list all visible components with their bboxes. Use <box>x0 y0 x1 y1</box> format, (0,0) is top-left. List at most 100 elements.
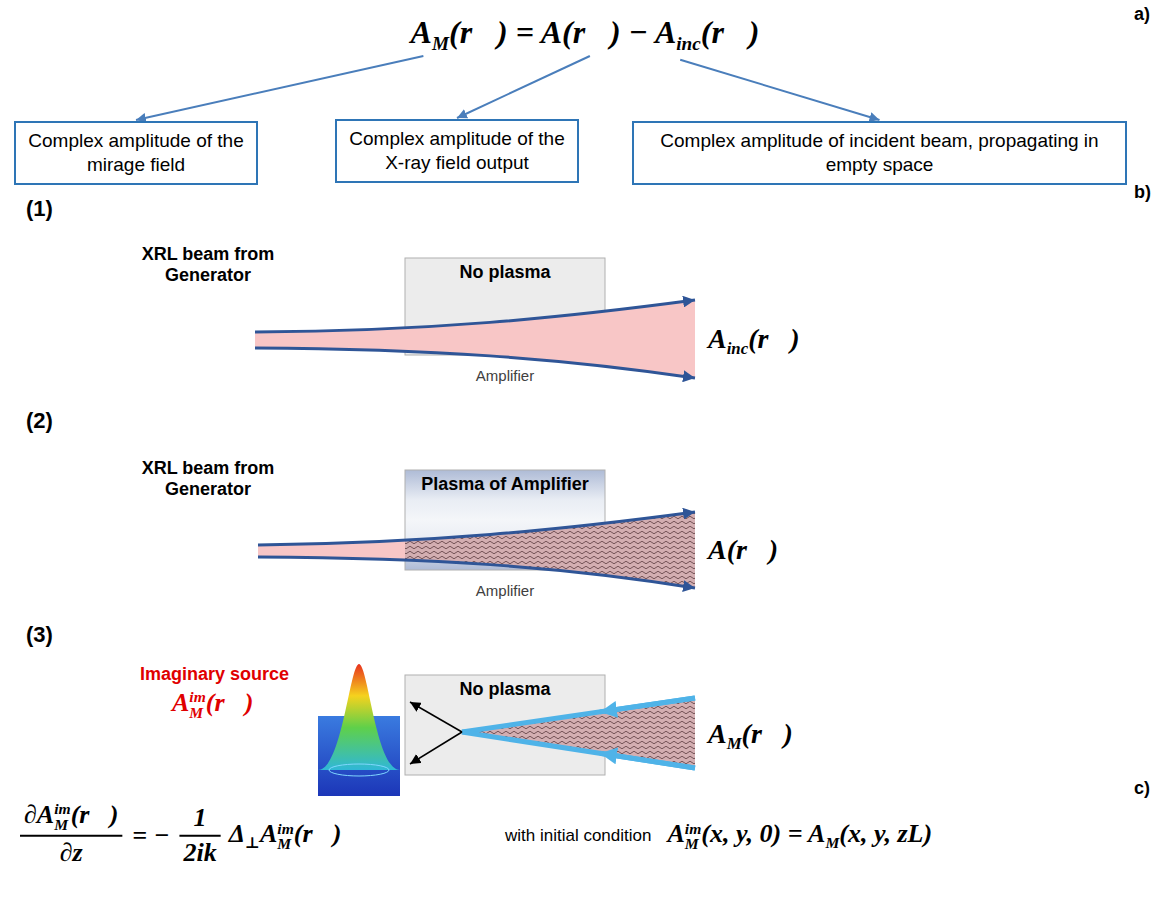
annotation: a) <box>1134 4 1150 25</box>
math-index: im <box>277 821 293 837</box>
math-term: (r⃗) = A(r⃗) − A <box>449 14 676 50</box>
beam-edge <box>255 300 695 332</box>
math-term: = − <box>132 821 169 850</box>
math-index: M <box>727 734 742 753</box>
math-index: M <box>54 817 70 833</box>
annotation: XRL beam from Generator <box>124 244 292 285</box>
math-term: A <box>172 688 189 717</box>
box-label: No plasma <box>405 675 605 700</box>
annotation: Imaginary source <box>140 664 289 685</box>
source-plot-ring <box>329 764 389 776</box>
index-stack: imM <box>277 821 293 852</box>
annotation: (2) <box>26 408 53 433</box>
math-term: A(r⃗) <box>708 534 778 565</box>
math-term: (x, y, 0) = A <box>701 819 825 848</box>
beam-edge <box>255 348 695 378</box>
equation: AM(r⃗) = A(r⃗) − Ainc(r⃗) <box>411 14 760 55</box>
equation: A(r⃗) <box>708 534 778 566</box>
math-term: A <box>411 14 432 50</box>
definition-box: Complex amplitude of incident beam, prop… <box>632 121 1127 185</box>
math-index: M <box>432 33 449 54</box>
equation: ∂AimM(r⃗) <box>24 800 118 833</box>
annotation: XRL beam from Generator <box>124 458 292 499</box>
equation: AimM(r⃗) <box>172 688 253 721</box>
math-term: (r⃗) <box>742 718 793 749</box>
annotation: c) <box>1134 778 1150 799</box>
index-stack: imM <box>685 821 701 852</box>
math-term: A <box>708 323 727 354</box>
math-term: (r⃗) <box>294 819 342 848</box>
equation: Δ⊥AimM(r⃗) <box>229 819 342 852</box>
math-index: im <box>54 801 70 817</box>
amplifier-box: Plasma of AmplifierAmplifier <box>405 470 605 570</box>
math-term: (x, y, zL) <box>839 819 932 848</box>
math-index: M <box>685 836 701 852</box>
beam <box>255 300 695 378</box>
annotation: with initial condition <box>505 826 651 846</box>
annotation: (3) <box>26 622 53 647</box>
equation: AM(r⃗) <box>708 718 793 753</box>
box-label: Plasma of Amplifier <box>405 470 605 495</box>
math-term: Δ <box>229 819 245 848</box>
leader-arrow <box>680 60 879 120</box>
math-term: (r⃗) <box>206 688 254 717</box>
math-index: M <box>825 834 839 851</box>
math-term: 1 <box>194 803 207 832</box>
label: XRL beam from Generator <box>142 458 275 499</box>
math-term: A <box>708 718 727 749</box>
label: with initial condition <box>505 826 651 845</box>
label: (2) <box>26 408 53 433</box>
label: XRL beam from Generator <box>142 244 275 285</box>
definition-box: Complex amplitude of the mirage field <box>14 121 258 185</box>
index-stack: imM <box>189 689 205 720</box>
projection-line <box>410 702 462 732</box>
label: (3) <box>26 622 53 647</box>
box-label: Complex amplitude of the mirage field <box>24 129 248 177</box>
math-term: (r⃗) <box>701 14 760 50</box>
amplified-beam <box>405 500 695 600</box>
math-index: inc <box>727 339 748 358</box>
box-label: Complex amplitude of incident beam, prop… <box>642 129 1117 177</box>
math-term: ∂A <box>24 800 54 829</box>
equation: 2ik <box>183 838 216 868</box>
math-index: im <box>685 821 701 837</box>
part-label: Amplifier <box>405 367 605 384</box>
equation: AimM(x, y, 0) = AM(x, y, zL) <box>667 819 932 852</box>
math-term: (r⃗) <box>71 800 119 829</box>
index-stack: imM <box>54 801 70 832</box>
label: a) <box>1134 4 1150 24</box>
backward-arrow <box>600 698 695 712</box>
math-term: A <box>667 819 684 848</box>
math-term: 2ik <box>183 838 216 867</box>
equation: 1 <box>194 803 207 833</box>
definition-box: Complex amplitude of the X-ray field out… <box>335 119 579 183</box>
beam-edge <box>462 698 695 732</box>
label: Imaginary source <box>140 664 289 684</box>
annotation: (1) <box>26 196 53 221</box>
box-label: Complex amplitude of the X-ray field out… <box>345 127 569 175</box>
beam-edge <box>258 512 695 545</box>
beam-edge <box>462 732 695 768</box>
math-index: M <box>189 705 205 721</box>
amplifier-box: No plasma <box>405 675 605 775</box>
math-term: A <box>260 819 277 848</box>
math-index: inc <box>676 33 701 54</box>
box-label: No plasma <box>405 258 605 283</box>
leader-arrow <box>136 56 423 120</box>
fraction-bar <box>179 835 220 837</box>
label: (1) <box>26 196 53 221</box>
projection-line <box>410 732 462 764</box>
fraction-bar <box>20 835 122 837</box>
mirage-beam <box>462 698 695 768</box>
equation: ∂z <box>60 838 83 868</box>
label: b) <box>1134 182 1151 202</box>
equation: Ainc(r⃗) <box>708 323 799 358</box>
amplifier-box: No plasmaAmplifier <box>405 258 605 355</box>
part-label: Amplifier <box>405 582 605 599</box>
label: c) <box>1134 778 1150 798</box>
math-index: im <box>189 689 205 705</box>
math-index: M <box>277 836 293 852</box>
equation: = − <box>132 821 169 851</box>
math-index: ⊥ <box>245 834 260 851</box>
leader-arrow <box>457 56 590 118</box>
